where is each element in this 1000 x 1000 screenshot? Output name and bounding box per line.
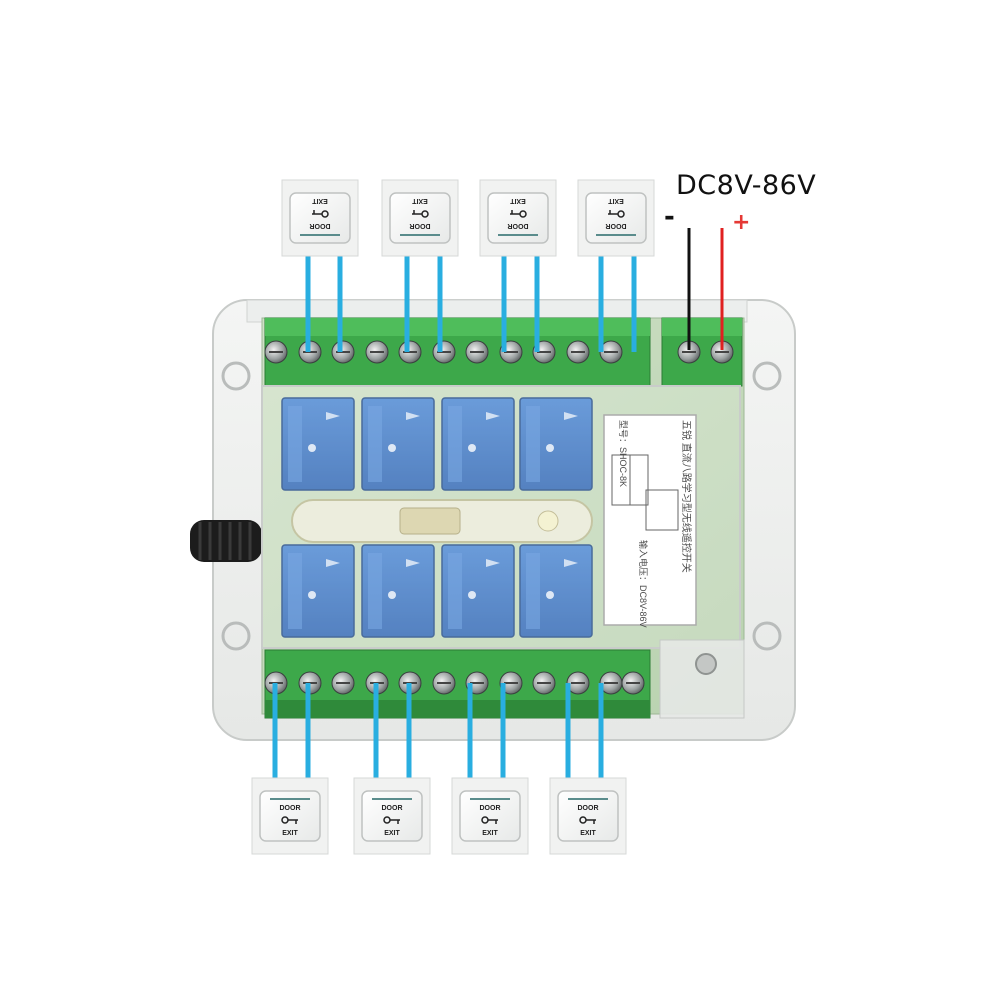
door-label: DOOR — [410, 222, 431, 229]
door-exit-button[interactable]: DOOR EXIT — [549, 777, 627, 855]
learn-button[interactable] — [695, 653, 717, 675]
key-icon — [510, 210, 527, 218]
door-exit-button[interactable]: DOOR EXIT — [577, 179, 655, 257]
door-label: DOOR — [508, 222, 529, 229]
key-icon — [481, 816, 498, 824]
transparent-cover — [261, 385, 741, 649]
relay — [441, 544, 515, 638]
key-icon — [608, 210, 625, 218]
terminal-screw — [465, 340, 489, 364]
exit-label: EXIT — [311, 197, 327, 204]
exit-label: EXIT — [282, 830, 298, 837]
product-label-panel — [603, 414, 697, 626]
relay — [361, 544, 435, 638]
exit-label: EXIT — [607, 197, 623, 204]
terminal-screw — [331, 340, 355, 364]
relay — [519, 397, 593, 491]
crystal-component — [291, 499, 593, 543]
terminal-screw — [432, 671, 456, 695]
key-icon — [312, 210, 329, 218]
antenna-coil — [190, 520, 262, 562]
terminal-screw — [566, 340, 590, 364]
relay — [281, 544, 355, 638]
door-exit-button[interactable]: DOOR EXIT — [281, 179, 359, 257]
label-voltage: 输入电压：DC8V-86V — [638, 540, 649, 628]
terminal-screw — [532, 671, 556, 695]
door-label: DOOR — [310, 222, 331, 229]
voltage-label: DC8V-86V — [676, 170, 817, 201]
relay — [519, 544, 593, 638]
door-exit-button[interactable]: DOOR EXIT — [353, 777, 431, 855]
exit-label: EXIT — [580, 830, 596, 837]
terminal-screw — [432, 340, 456, 364]
door-label: DOOR — [280, 805, 301, 812]
door-exit-button[interactable]: DOOR EXIT — [381, 179, 459, 257]
label-title: 五锐 直流八路学习型无线遥控开关 — [680, 420, 693, 573]
relay — [361, 397, 435, 491]
exit-label: EXIT — [411, 197, 427, 204]
negative-sign: - — [664, 202, 675, 232]
terminal-screw — [599, 340, 623, 364]
bottom-terminal-strip — [264, 649, 651, 719]
relay — [441, 397, 515, 491]
door-label: DOOR — [606, 222, 627, 229]
door-exit-button[interactable]: DOOR EXIT — [451, 777, 529, 855]
mounting-hole — [221, 621, 251, 651]
key-icon — [579, 816, 596, 824]
label-model: 型号：SHOC-8K — [618, 420, 628, 487]
door-exit-button[interactable]: DOOR EXIT — [251, 777, 329, 855]
key-icon — [383, 816, 400, 824]
mounting-hole — [752, 361, 782, 391]
door-label: DOOR — [382, 805, 403, 812]
terminal-screw — [621, 671, 645, 695]
exit-label: EXIT — [482, 830, 498, 837]
mounting-hole — [752, 621, 782, 651]
key-icon — [412, 210, 429, 218]
terminal-screw — [331, 671, 355, 695]
terminal-screw — [264, 340, 288, 364]
exit-label: EXIT — [384, 830, 400, 837]
door-label: DOOR — [480, 805, 501, 812]
terminal-screw — [365, 340, 389, 364]
mounting-hole — [221, 361, 251, 391]
door-label: DOOR — [578, 805, 599, 812]
key-icon — [281, 816, 298, 824]
relay — [281, 397, 355, 491]
door-exit-button[interactable]: DOOR EXIT — [479, 179, 557, 257]
positive-sign: + — [732, 210, 751, 235]
exit-label: EXIT — [509, 197, 525, 204]
terminal-screw — [398, 340, 422, 364]
cover-side-tab — [659, 639, 745, 719]
